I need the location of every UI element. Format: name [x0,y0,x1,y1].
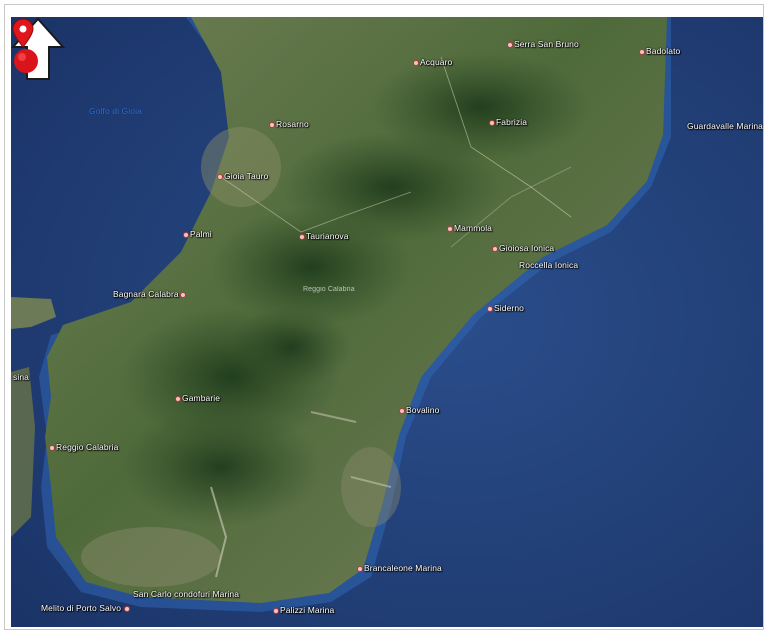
place-dot-icon [273,607,279,614]
place-brancaleone[interactable]: Brancaleone Marina [357,563,442,573]
place-siderno[interactable]: Siderno [487,303,524,313]
place-mammola[interactable]: Mammola [447,223,492,233]
place-acquaro[interactable]: Acquaro [413,57,452,67]
satellite-map[interactable]: Golfo di Gioia Reggio Calabria Acquaro S… [11,17,763,627]
place-dot-icon [399,407,405,414]
place-dot-icon [49,444,55,451]
place-dot-icon [489,119,495,126]
map-frame: Golfo di Gioia Reggio Calabria Acquaro S… [4,4,764,630]
place-dot-icon [357,565,363,572]
place-gioia-tauro[interactable]: Gioia Tauro [217,171,268,181]
place-dot-icon [447,225,453,232]
place-dot-icon [492,245,498,252]
place-bagnara[interactable]: Bagnara Calabra [113,289,187,299]
place-gambarie[interactable]: Gambarie [175,393,220,403]
place-dot-icon [217,173,223,180]
place-fabrizia[interactable]: Fabrizia [489,117,527,127]
place-dot-icon [487,305,493,312]
place-palizzi[interactable]: Palizzi Marina [273,605,334,615]
place-serra[interactable]: Serra San Bruno [507,39,579,49]
place-messina[interactable]: sina [13,372,29,382]
place-taurianova[interactable]: Taurianova [299,231,349,241]
place-roccella[interactable]: Roccella Ionica [519,260,579,270]
place-dot-icon [175,395,181,402]
place-gioiosa[interactable]: Gioiosa Ionica [492,243,554,253]
place-dot-icon [299,233,305,240]
place-dot-icon [183,231,189,238]
place-badolato[interactable]: Badolato [639,46,680,56]
place-dot-icon [507,41,513,48]
place-dot-icon [269,121,275,128]
place-rosarno[interactable]: Rosarno [269,119,309,129]
map-pin-icon[interactable] [11,17,41,77]
place-dot-icon [413,59,419,66]
place-guardavalle[interactable]: Guardavalle Marina [687,121,763,131]
place-san-carlo[interactable]: San Carlo condofuri Marina [133,589,240,599]
place-bovalino[interactable]: Bovalino [399,405,439,415]
region-label: Reggio Calabria [303,286,355,293]
sea-label: Golfo di Gioia [89,106,142,116]
place-dot-icon [639,48,645,55]
place-dot-icon [124,605,131,612]
map-terrain [11,17,763,627]
place-palmi[interactable]: Palmi [183,229,212,239]
place-dot-icon [179,291,186,298]
place-reggio[interactable]: Reggio Calabria [49,442,118,452]
place-melito[interactable]: Melito di Porto Salvo [41,603,131,613]
